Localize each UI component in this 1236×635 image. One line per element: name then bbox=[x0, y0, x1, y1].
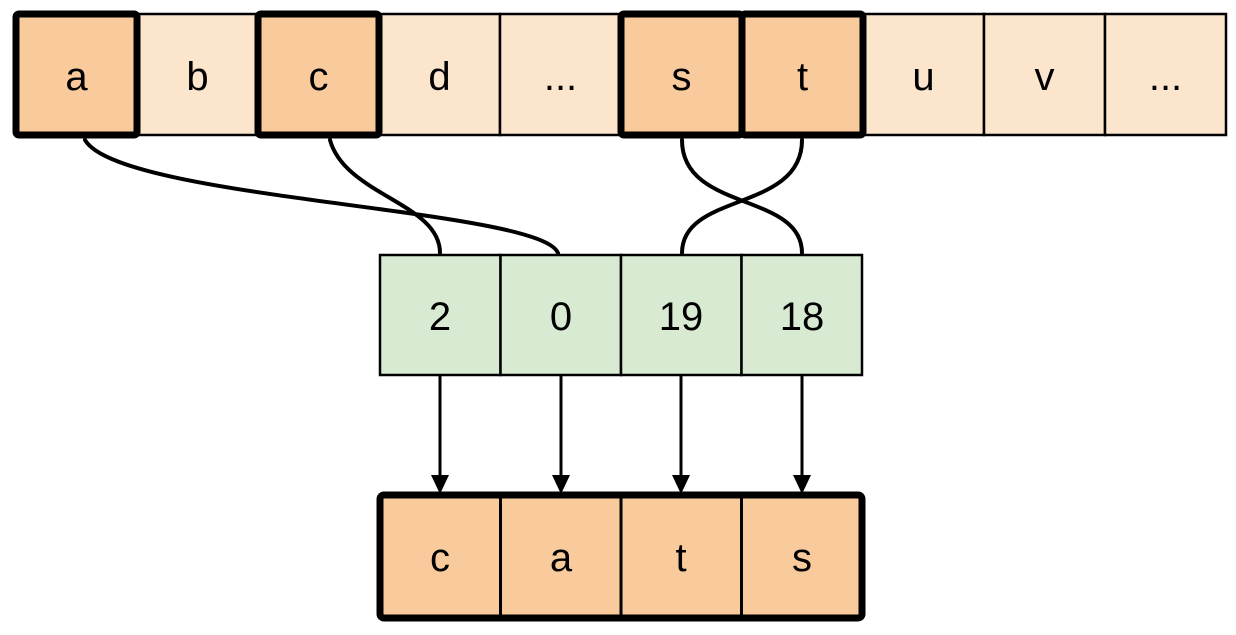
alphabet-cell-label: c bbox=[309, 55, 329, 99]
arrowhead-icon bbox=[552, 475, 570, 494]
result-array-frame bbox=[376, 491, 866, 622]
alphabet-cell-v bbox=[982, 12, 1107, 137]
alphabet-cell-t bbox=[738, 10, 867, 139]
alphabet-cell-ellipsis-2 bbox=[1103, 12, 1228, 137]
result-cell bbox=[619, 493, 743, 620]
result-letter: t bbox=[675, 536, 686, 580]
index-value: 2 bbox=[429, 295, 451, 339]
alphabet-cell-a bbox=[12, 10, 141, 139]
alphabet-cell-label: d bbox=[428, 55, 450, 99]
alphabet-cell-label: t bbox=[797, 55, 808, 99]
index-cell bbox=[740, 253, 864, 377]
mapping-curve-a-to-0 bbox=[83, 138, 560, 255]
alphabet-cell-d bbox=[377, 12, 502, 137]
index-value: 18 bbox=[780, 295, 825, 339]
index-arrows bbox=[431, 375, 811, 494]
alphabet-cell-label: v bbox=[1035, 55, 1055, 99]
alphabet-cell-label: s bbox=[672, 55, 692, 99]
alphabet-cell-c bbox=[254, 10, 383, 139]
arrowhead-icon bbox=[793, 475, 811, 494]
mapping-curve-s-to-18 bbox=[680, 138, 804, 255]
mapping-curve-t-to-19 bbox=[680, 138, 804, 255]
arrowhead-icon bbox=[672, 475, 690, 494]
alphabet-cell-label: a bbox=[65, 55, 88, 99]
index-value: 19 bbox=[659, 295, 704, 339]
index-arrow bbox=[793, 375, 811, 494]
index-arrow bbox=[552, 375, 570, 494]
alphabet-cell-label: b bbox=[186, 55, 208, 99]
alphabet-cell-label: ... bbox=[1149, 55, 1182, 99]
result-array: c a t s bbox=[376, 491, 866, 622]
index-cell bbox=[378, 253, 502, 377]
mapping-curve-c-to-2 bbox=[328, 138, 442, 255]
result-letter: s bbox=[792, 536, 812, 580]
alphabet-cell-ellipsis-1 bbox=[498, 12, 623, 137]
mapping-curves bbox=[83, 138, 804, 255]
index-array: 2 0 19 18 bbox=[378, 253, 864, 377]
result-letter: a bbox=[550, 536, 573, 580]
result-cell bbox=[740, 493, 864, 620]
index-arrow bbox=[672, 375, 690, 494]
index-value: 0 bbox=[550, 295, 572, 339]
result-cell bbox=[499, 493, 623, 620]
result-letter: c bbox=[430, 536, 450, 580]
alphabet-array: a b c d ... s t u v ... bbox=[12, 10, 1228, 139]
alphabet-cell-b bbox=[135, 12, 260, 137]
alphabet-cell-label: ... bbox=[544, 55, 577, 99]
index-cell bbox=[619, 253, 743, 377]
index-arrow bbox=[431, 375, 449, 494]
alphabet-cell-label: u bbox=[912, 55, 934, 99]
arrowhead-icon bbox=[431, 475, 449, 494]
